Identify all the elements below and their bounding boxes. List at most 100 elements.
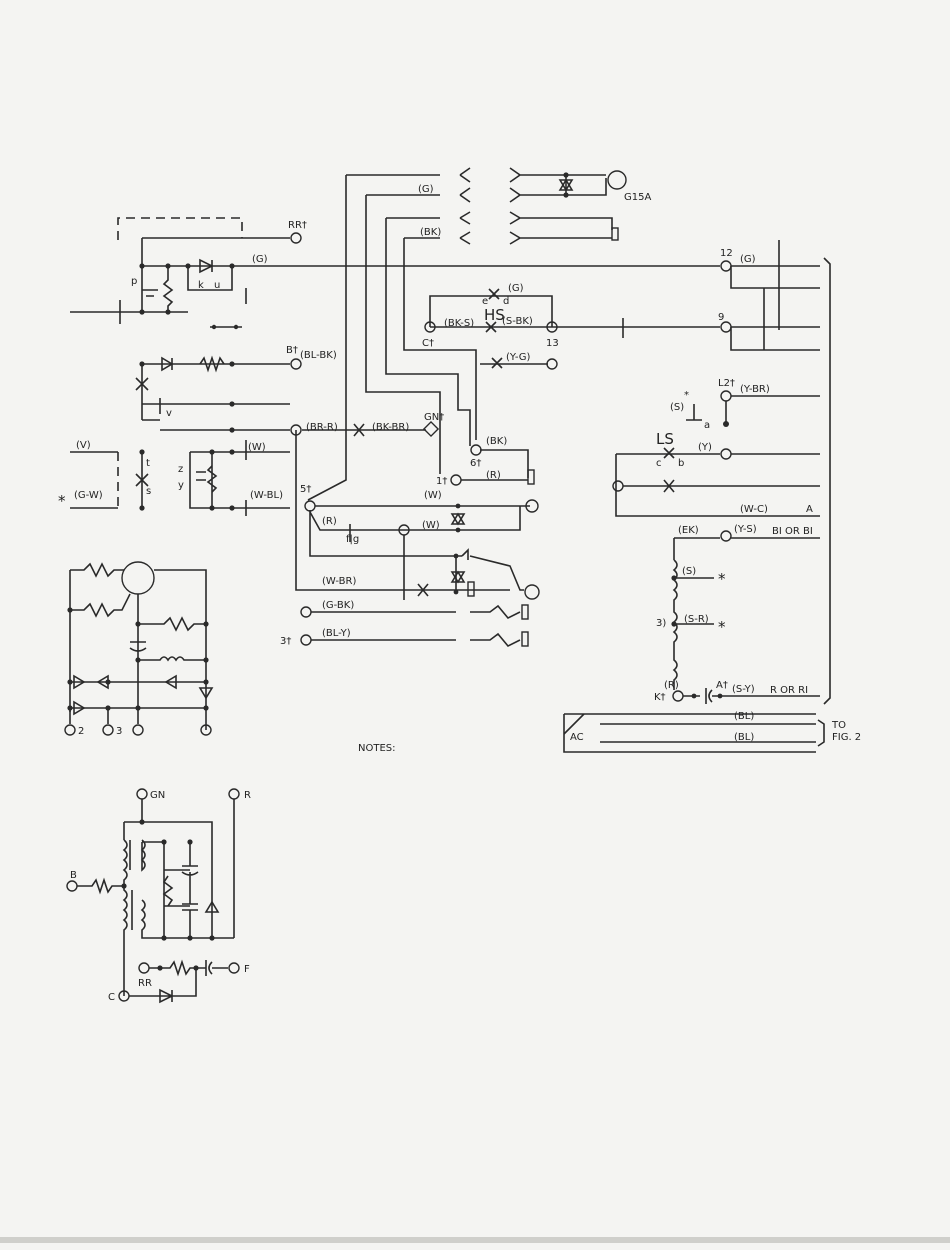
- label-reg-rr: RR: [138, 978, 152, 989]
- label-a-cap: A: [806, 504, 813, 515]
- lamp-icon: [525, 499, 539, 513]
- label-wire-bly: (BL-Y): [322, 628, 351, 639]
- terminal-gn-reg: [136, 788, 148, 800]
- label-term-12: 12: [720, 248, 733, 259]
- label-reg-c: C: [108, 992, 115, 1003]
- label-term-13: 13: [546, 338, 559, 349]
- label-s-small: s: [146, 486, 151, 497]
- terminal-c-reg: [118, 990, 130, 1002]
- label-term-9: 9: [718, 312, 724, 323]
- label-e: e: [482, 296, 488, 307]
- label-wire-s: (S): [682, 566, 696, 577]
- label-z: z: [178, 464, 183, 475]
- label-term-3b: 3†: [280, 636, 291, 647]
- label-wire-g-hs: (G): [508, 283, 524, 294]
- label-ct: C†: [422, 338, 434, 349]
- ls-switch-icon: [663, 447, 675, 459]
- label-wire-blbk: (BL-BK): [300, 350, 337, 361]
- label-fig2: FIG. 2: [832, 732, 861, 743]
- label-t3: 3: [116, 726, 122, 737]
- terminal-r-reg: [228, 788, 240, 800]
- label-wire-wc: (W-C): [740, 504, 768, 515]
- hs-switch-icon: [488, 288, 500, 300]
- label-wire-w3: (W): [422, 520, 440, 531]
- terminal-9: [720, 321, 732, 333]
- label-wire-bl1: (BL): [734, 711, 754, 722]
- label-wire-bl2: (BL): [734, 732, 754, 743]
- label-wire-r1: (R): [486, 470, 501, 481]
- speaker-icon: [527, 469, 535, 485]
- label-kt: K†: [654, 692, 666, 703]
- terminal-b-reg: [66, 880, 78, 892]
- label-wire-wbl: (W-BL): [250, 490, 283, 501]
- label-gn: GN†: [424, 412, 444, 423]
- label-star-2: *: [718, 570, 726, 588]
- label-t-small: t: [146, 458, 150, 469]
- label-term-3: 3): [656, 618, 666, 629]
- label-wire-bk-top: (BK): [420, 227, 441, 238]
- diode-icon: [199, 258, 214, 274]
- label-wire-ys: (Y-S): [734, 524, 757, 535]
- label-wire-v: (V): [76, 440, 91, 451]
- transformer-icon: [122, 839, 128, 962]
- label-wire-ek: (EK): [678, 525, 699, 536]
- label-y: y: [178, 480, 184, 491]
- terminal-rr: [290, 232, 302, 244]
- label-c-small: c: [656, 458, 662, 469]
- label-star-left: *: [58, 492, 66, 510]
- label-hs: HS: [484, 306, 505, 324]
- label-reg-f: F: [244, 964, 250, 975]
- terminal-b: [290, 358, 302, 370]
- label-r-or-ri: R OR RI: [770, 685, 808, 696]
- label-wire-w1: (W): [248, 442, 266, 453]
- regulator-circuit: [66, 788, 240, 1004]
- label-g15a: G15A: [624, 192, 651, 203]
- terminal-5: [304, 500, 316, 512]
- diagram-labels: G15A (G) (BK) RR† (G) p k u 12 (G) 9 e d…: [58, 184, 861, 1003]
- label-wire-gbk: (G-BK): [322, 600, 354, 611]
- label-rr: RR†: [288, 220, 307, 231]
- coil-icon: [672, 538, 678, 690]
- label-l2: L2†: [718, 378, 735, 389]
- transistor-icon: [121, 561, 155, 595]
- label-wire-sy: (S-Y): [732, 684, 755, 695]
- label-fg: f|g: [346, 534, 359, 545]
- label-wire-gw: (G-W): [74, 490, 103, 501]
- label-wire-brr: (BR-R): [306, 422, 338, 433]
- label-wire-r3: (R): [664, 680, 679, 691]
- label-term-6: 6†: [470, 458, 481, 469]
- label-k: k: [198, 280, 204, 291]
- label-d: d: [503, 296, 509, 307]
- label-reg-gn: GN: [150, 790, 165, 801]
- label-t2: 2: [78, 726, 84, 737]
- label-s-paren: (S): [670, 402, 684, 413]
- label-wire-r2: (R): [322, 516, 337, 527]
- label-star-1: *: [684, 390, 689, 401]
- label-b-small: b: [678, 458, 684, 469]
- label-wire-y: (Y): [698, 442, 712, 453]
- label-wire-yg: (Y-G): [506, 352, 531, 363]
- transistor-circuit: [64, 561, 214, 736]
- label-wire-sr: (S-R): [684, 614, 709, 625]
- label-term-1: 1†: [436, 476, 447, 487]
- label-to: TO: [831, 720, 846, 731]
- label-wire-bk-mid: (BK): [486, 436, 507, 447]
- label-star-3: *: [718, 618, 726, 636]
- label-v-small: v: [166, 408, 172, 419]
- lamp-g15a-icon: [607, 170, 627, 190]
- label-u: u: [214, 280, 220, 291]
- label-wire-ybr: (Y-BR): [740, 384, 770, 395]
- label-wire-w2: (W): [424, 490, 442, 501]
- label-ac: AC: [570, 732, 584, 743]
- label-wire-sbk: (S-BK): [502, 316, 533, 327]
- label-bt: B†: [286, 345, 298, 356]
- label-p: p: [131, 276, 137, 287]
- terminal-l2: [720, 390, 732, 402]
- label-term-5: 5†: [300, 484, 311, 495]
- label-wire-wbr: (W-BR): [322, 576, 356, 587]
- label-wire-g-top: (G): [418, 184, 434, 195]
- label-notes: NOTES:: [358, 743, 396, 754]
- terminal-gn: [422, 420, 440, 438]
